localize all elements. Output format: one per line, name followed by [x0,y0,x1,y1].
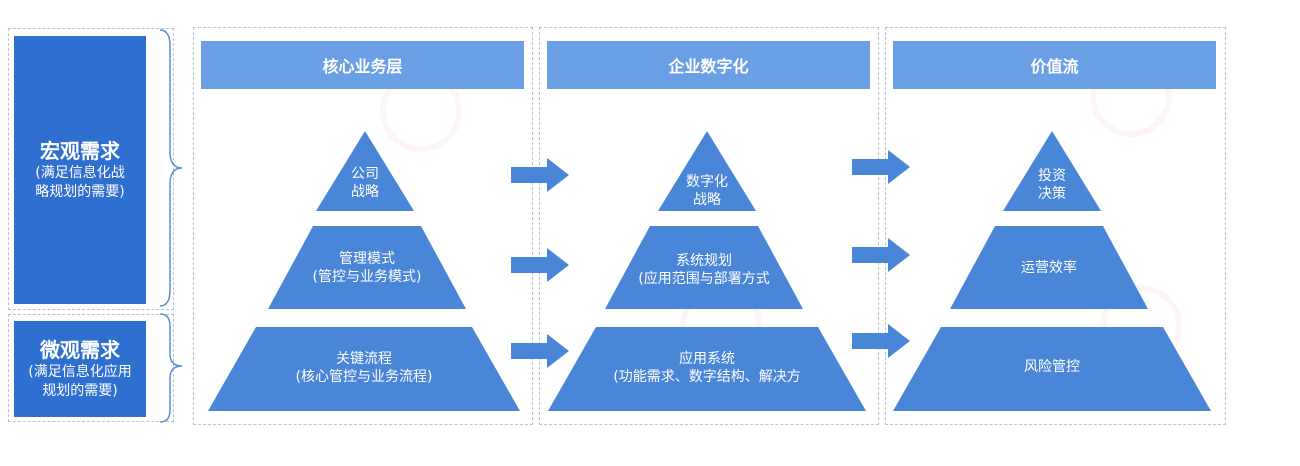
tier-label-line2: 战略 [693,192,721,208]
tier-label-line2: 战略 [351,184,379,200]
micro-needs-sub-line2: 规划的需要) [42,383,118,399]
tier-label-line1: 管理模式 [339,251,395,267]
micro-needs-sub-line1: (满足信息化应用 [28,364,132,380]
macro-needs-subtitle: (满足信息化战 略规划的需要) [29,164,130,202]
header-value-stream: 价值流 [893,41,1216,89]
arrow-right-icon [511,334,569,368]
pyramid-top-investment-decision: 投资 决策 [1003,131,1101,211]
pyramid-bottom-key-process: 关键流程 (核心管控与业务流程) [208,327,520,411]
tier-label-line2: (应用范围与部署方式 [638,271,770,287]
pyramid-top-digital-strategy: 数字化 战略 [658,131,756,211]
tier-label-line1: 运营效率 [1021,260,1077,276]
tier-label-line1: 投资 [1038,168,1066,184]
pyramid-middle-operational-efficiency: 运营效率 [950,226,1148,309]
tier-label-line2: (管控与业务模式) [312,269,422,285]
tier-label-line2: (核心管控与业务流程) [295,369,433,385]
micro-needs-title: 微观需求 [40,338,120,362]
tier-label-line2: (功能需求、数字结构、解决方 [613,369,801,385]
macro-needs-sub-line2: 略规划的需要) [35,184,125,200]
pyramid-top-company-strategy: 公司 战略 [316,131,414,211]
tier-label-line1: 关键流程 [336,351,392,367]
tier-label-line1: 系统规划 [676,253,732,269]
macro-brace [159,29,183,307]
arrow-right-icon [852,324,910,358]
pyramid-bottom-application-system: 应用系统 (功能需求、数字结构、解决方 [548,327,866,411]
tier-label-line1: 公司 [351,166,379,182]
column-frame-value-stream [885,27,1226,425]
micro-brace [159,313,183,423]
pyramid-middle-system-planning: 系统规划 (应用范围与部署方式 [605,226,803,309]
macro-needs-box: 宏观需求 (满足信息化战 略规划的需要) [14,36,146,304]
tier-label-line1: 应用系统 [679,351,735,367]
arrow-right-icon [511,248,569,282]
arrow-right-icon [511,158,569,192]
tier-label-line1: 风险管控 [1024,359,1080,375]
column-frame-core-business [193,27,533,425]
arrow-right-icon [852,150,910,184]
tier-label-line2: 决策 [1038,186,1066,202]
header-digitalization: 企业数字化 [547,41,870,89]
column-frame-digitalization [539,27,879,425]
header-core-business: 核心业务层 [201,41,524,89]
micro-needs-subtitle: (满足信息化应用 规划的需要) [22,363,137,401]
tier-label-line1: 数字化 [686,174,728,190]
macro-needs-title: 宏观需求 [40,139,120,163]
micro-needs-box: 微观需求 (满足信息化应用 规划的需要) [14,321,146,417]
pyramid-middle-management-mode: 管理模式 (管控与业务模式) [268,226,466,309]
pyramid-bottom-risk-control: 风险管控 [893,327,1211,411]
arrow-right-icon [852,238,910,272]
macro-needs-sub-line1: (满足信息化战 [35,165,125,181]
macro-needs-frame [8,28,174,310]
